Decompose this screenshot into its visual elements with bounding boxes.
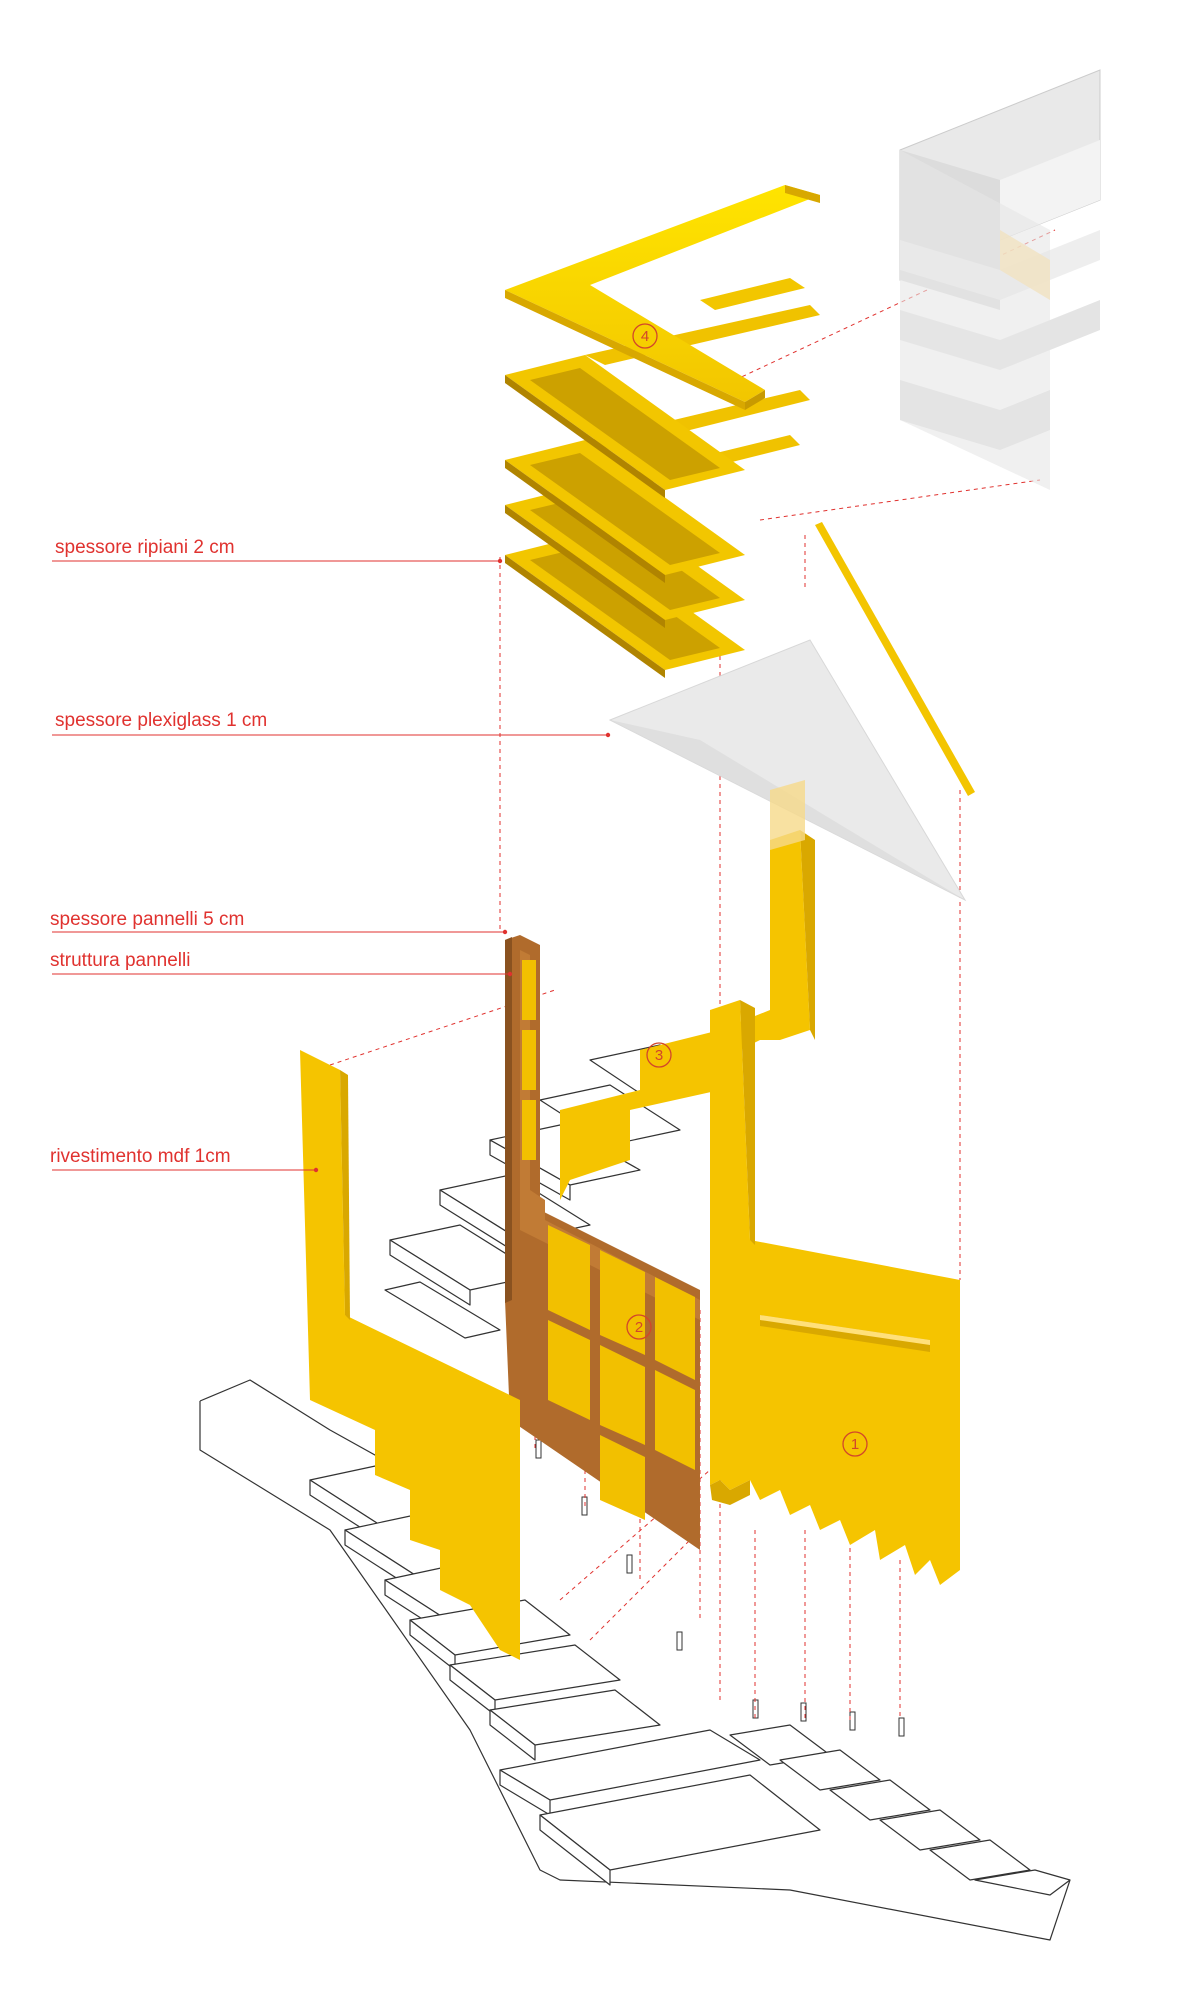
annotation-leaders [52,560,608,1171]
label-panel-thickness: spessore pannelli 5 cm [50,909,244,930]
annotation-dots [313,558,611,1173]
right-lower-flight [729,1724,1071,1896]
structure-infill [522,960,695,1520]
handrail-rod [815,522,975,796]
label-plexiglass-thickness: spessore plexiglass 1 cm [55,710,267,731]
svg-text:1: 1 [851,1436,859,1453]
marker-3: 3 [646,1042,672,1068]
shelf-5 [505,535,745,678]
lower-flight [309,1464,821,1886]
shelf-3 [505,390,810,583]
svg-text:3: 3 [655,1047,663,1064]
svg-text:4: 4 [641,328,649,345]
marker-1: 1 [842,1431,868,1457]
shelf-1-top [505,185,820,410]
marker-2: 2 [626,1314,652,1340]
annotation-labels: spessore ripiani 2 cm spessore plexiglas… [50,537,267,1167]
shelf-stack [505,185,820,678]
svg-text:2: 2 [635,1319,643,1336]
label-shelf-thickness: spessore ripiani 2 cm [55,537,235,558]
panel-2-structure [505,935,700,1550]
label-panel-structure: struttura pannelli [50,950,190,971]
marker-4: 4 [632,323,658,349]
projection-lines [329,229,1056,1720]
glass-shelf-unit [899,69,1101,490]
label-mdf-cladding: rivestimento mdf 1cm [50,1146,231,1167]
left-cladding-panel [300,1050,520,1660]
panel-1 [710,1000,960,1585]
panel-3 [560,780,815,1200]
stair-base-outline [199,1401,1071,1941]
